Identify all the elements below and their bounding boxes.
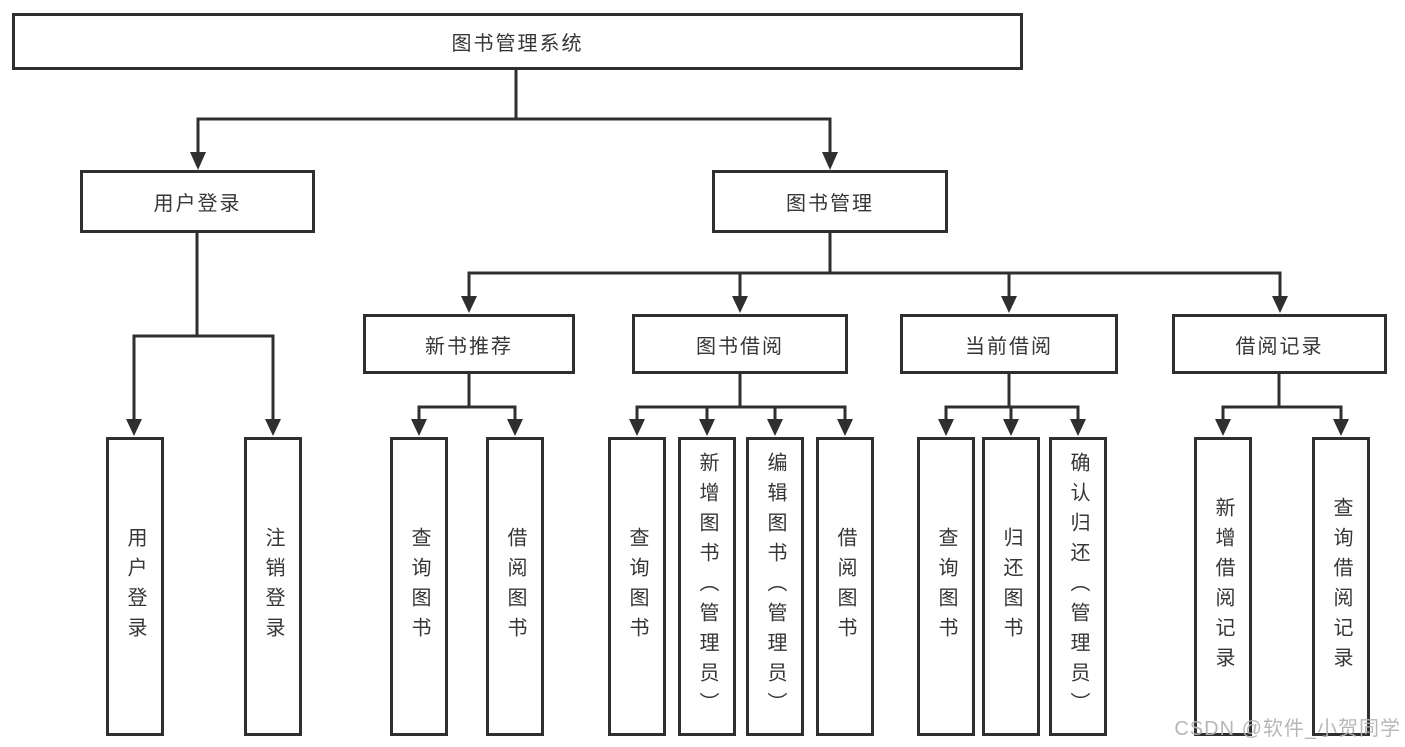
leaf-recommend-borrow-books-label: 借阅图书 bbox=[504, 526, 526, 647]
leaf-user-login-label: 用户登录 bbox=[124, 526, 146, 647]
node-borrow-records-label: 借阅记录 bbox=[1235, 335, 1324, 358]
leaf-borrow-edit-books-admin: 编辑图书（管理员） bbox=[746, 437, 804, 736]
leaf-borrow-borrow-books: 借阅图书 bbox=[816, 437, 874, 736]
node-new-book-recommend-label: 新书推荐 bbox=[425, 335, 513, 358]
node-current-borrow: 当前借阅 bbox=[900, 314, 1118, 374]
leaf-borrow-query-books: 查询图书 bbox=[608, 437, 666, 736]
leaf-borrow-query-books-label: 查询图书 bbox=[626, 526, 648, 647]
leaf-borrow-borrow-books-label: 借阅图书 bbox=[834, 526, 856, 647]
arrowheads bbox=[126, 152, 1349, 436]
leaf-records-query-record-label: 查询借阅记录 bbox=[1330, 496, 1352, 677]
leaf-records-add-record-label: 新增借阅记录 bbox=[1212, 496, 1234, 677]
leaf-records-query-record: 查询借阅记录 bbox=[1312, 437, 1370, 736]
node-book-manage: 图书管理 bbox=[712, 170, 948, 233]
leaf-logout-label: 注销登录 bbox=[262, 526, 284, 647]
node-root: 图书管理系统 bbox=[12, 13, 1023, 70]
leaf-records-add-record: 新增借阅记录 bbox=[1194, 437, 1252, 736]
leaf-recommend-query-books: 查询图书 bbox=[390, 437, 448, 736]
watermark: CSDN @软件_小贺同学 bbox=[1174, 718, 1401, 740]
leaf-borrow-add-books-admin-label: 新增图书（管理员） bbox=[696, 451, 718, 722]
node-user-login-group: 用户登录 bbox=[80, 170, 315, 233]
leaf-borrow-edit-books-admin-label: 编辑图书（管理员） bbox=[764, 451, 786, 722]
leaf-user-login: 用户登录 bbox=[106, 437, 164, 736]
leaf-logout: 注销登录 bbox=[244, 437, 302, 736]
leaf-current-query-books: 查询图书 bbox=[917, 437, 975, 736]
leaf-borrow-add-books-admin: 新增图书（管理员） bbox=[678, 437, 736, 736]
node-user-login-group-label: 用户登录 bbox=[153, 193, 242, 215]
leaf-recommend-borrow-books: 借阅图书 bbox=[486, 437, 544, 736]
leaf-current-query-books-label: 查询图书 bbox=[935, 526, 957, 647]
leaf-recommend-query-books-label: 查询图书 bbox=[408, 526, 430, 647]
node-book-borrow-label: 图书借阅 bbox=[696, 335, 784, 358]
leaf-current-return-books-label: 归还图书 bbox=[1000, 526, 1022, 647]
node-book-manage-label: 图书管理 bbox=[786, 193, 874, 215]
leaf-current-return-books: 归还图书 bbox=[982, 437, 1040, 736]
leaf-current-confirm-return-admin: 确认归还（管理员） bbox=[1049, 437, 1107, 736]
node-current-borrow-label: 当前借阅 bbox=[965, 335, 1053, 358]
node-root-label: 图书管理系统 bbox=[451, 33, 584, 55]
node-new-book-recommend: 新书推荐 bbox=[363, 314, 575, 374]
node-borrow-records: 借阅记录 bbox=[1172, 314, 1387, 374]
leaf-current-confirm-return-admin-label: 确认归还（管理员） bbox=[1067, 451, 1089, 722]
node-book-borrow: 图书借阅 bbox=[632, 314, 848, 374]
